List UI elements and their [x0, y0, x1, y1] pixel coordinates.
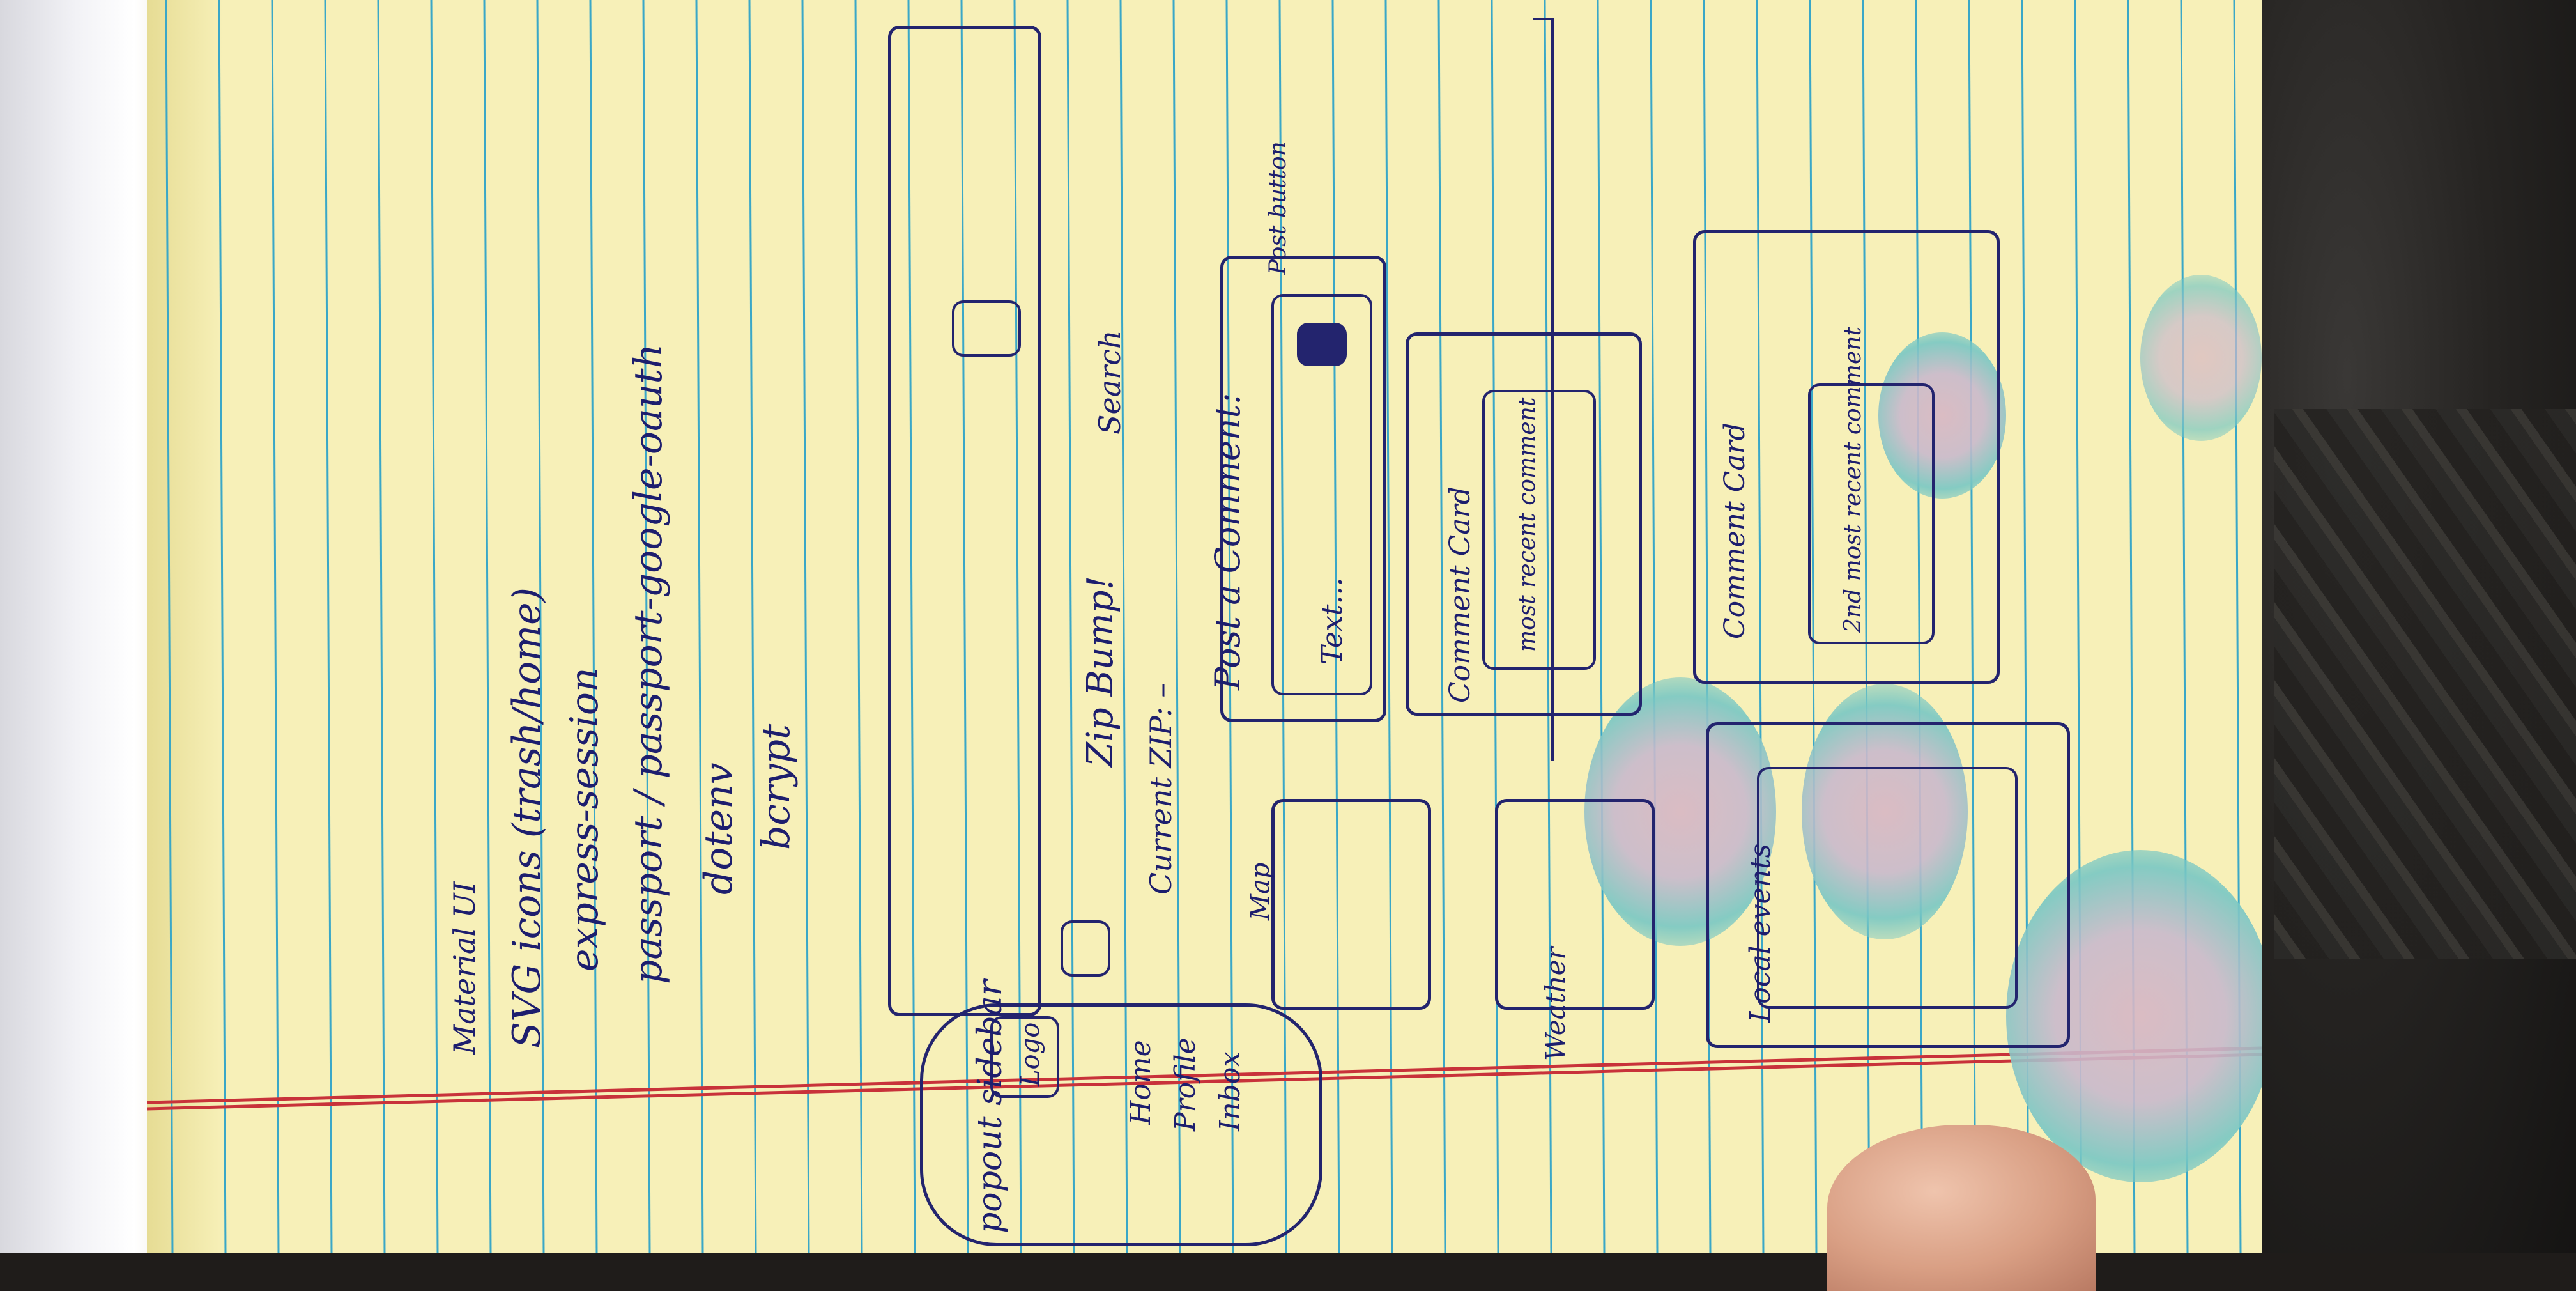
logo-box-sketch — [990, 1016, 1059, 1098]
map-card-sketch — [1271, 799, 1431, 1010]
rule-line — [1862, 0, 1871, 1253]
comment-card-2-label: Comment Card — [1719, 422, 1751, 639]
rule-line — [377, 0, 386, 1253]
local-events-label: Local events — [1744, 843, 1777, 1023]
pad-binding-edge — [147, 0, 224, 1253]
rule-line — [1066, 0, 1075, 1253]
legal-pad: Material UI SVG icons (trash/home) expre… — [147, 0, 2262, 1253]
ink-stain-4 — [2006, 850, 2262, 1182]
note-passport: passport / passport-google-oauth — [626, 343, 671, 984]
ink-stain-3 — [1878, 332, 2006, 499]
ruled-lines — [147, 0, 2262, 1253]
rule-line — [165, 0, 174, 1253]
most-recent-comment-sketch — [1482, 390, 1596, 670]
ink-stain-2 — [1802, 684, 1968, 939]
menu-icon-sketch — [1061, 920, 1110, 977]
rule-line — [1491, 0, 1499, 1253]
zip-bump-label: Zip Bump! — [1080, 575, 1121, 767]
rule-line — [324, 0, 333, 1253]
comment-card-1-sketch — [1406, 332, 1642, 716]
rule-line — [801, 0, 810, 1253]
note-bcrypt: bcrypt — [754, 723, 799, 850]
rule-line — [907, 0, 916, 1253]
most-recent-comment-label: most recent comment — [1514, 397, 1540, 652]
popout-sidebar-label: popout sidebar — [971, 980, 1009, 1233]
fabric-pattern — [2274, 409, 2576, 959]
note-dotenv: dotenv — [696, 762, 741, 895]
comment-card-2-sketch — [1693, 230, 2000, 684]
text-input-sketch — [1271, 294, 1372, 695]
sidebar-item-profile: Profile — [1169, 1037, 1202, 1131]
rule-line — [536, 0, 545, 1253]
weather-card-sketch — [1495, 799, 1655, 1010]
rule-line — [218, 0, 227, 1253]
popout-sidebar-sketch — [920, 1003, 1322, 1246]
header-bar-sketch — [888, 26, 1041, 1016]
sidebar-logo-label: Logo — [1016, 1022, 1045, 1086]
rule-line — [1544, 0, 1552, 1253]
rule-line — [483, 0, 492, 1253]
sidebar-item-home: Home — [1124, 1040, 1157, 1125]
local-events-card-sketch — [1706, 722, 2070, 1048]
rule-line — [695, 0, 704, 1253]
rule-line — [1013, 0, 1022, 1253]
note-svg-icons: SVG icons (trash/home) — [505, 587, 549, 1048]
rule-line — [1915, 0, 1924, 1253]
rule-line — [1756, 0, 1765, 1253]
rule-line — [1438, 0, 1446, 1253]
current-zip-label: Current ZIP: – — [1144, 683, 1178, 895]
rule-line — [642, 0, 651, 1253]
post-comment-card-sketch — [1220, 256, 1386, 722]
thumb — [1827, 1125, 2096, 1291]
rule-line — [589, 0, 598, 1253]
rule-line — [854, 0, 863, 1253]
rule-line — [1225, 0, 1234, 1253]
local-events-inner-sketch — [1757, 767, 2018, 1009]
note-express-session: express-session — [562, 667, 607, 971]
map-label: Map — [1246, 862, 1275, 920]
text-placeholder-label: Text... — [1316, 577, 1349, 665]
search-box-sketch — [952, 300, 1021, 357]
rule-line — [1119, 0, 1128, 1253]
rule-line — [1384, 0, 1393, 1253]
margin-line — [147, 1053, 2262, 1111]
rule-line — [271, 0, 280, 1253]
rule-line — [1331, 0, 1340, 1253]
post-comment-label: Post a Comment: — [1208, 392, 1248, 690]
post-button-sketch — [1297, 323, 1347, 366]
rule-line — [1172, 0, 1181, 1253]
weather-label: Weather — [1540, 947, 1571, 1062]
rule-line — [430, 0, 439, 1253]
sidebar-item-inbox: Inbox — [1214, 1051, 1246, 1131]
rule-line — [1597, 0, 1606, 1253]
second-recent-comment-sketch — [1808, 383, 1935, 644]
comment-card-1-label: Comment Card — [1444, 486, 1476, 703]
margin-line — [147, 1046, 2262, 1104]
rule-line — [1809, 0, 1818, 1253]
rule-line — [1968, 0, 1977, 1253]
note-material-ui: Material UI — [447, 881, 482, 1055]
scribble-divider — [1533, 18, 1554, 761]
rule-line — [1650, 0, 1659, 1253]
second-recent-comment-label: 2nd most recent comment — [1840, 327, 1866, 633]
search-label: Search — [1092, 330, 1127, 435]
ink-stain-5 — [2140, 275, 2262, 441]
rule-line — [748, 0, 757, 1253]
post-button-note: Post button — [1265, 141, 1291, 275]
